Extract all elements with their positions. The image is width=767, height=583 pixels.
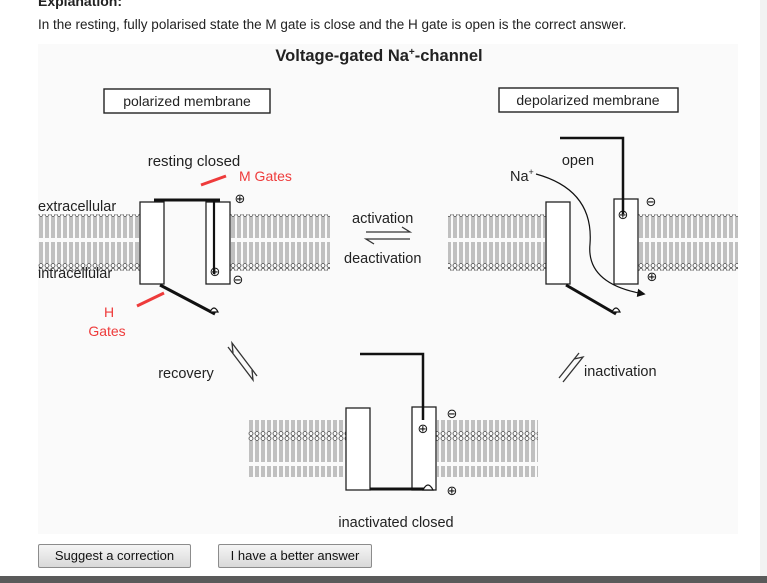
activation-label: activation [352, 211, 413, 227]
figure-background [38, 44, 738, 534]
inactivation-arrow-icon [558, 352, 585, 383]
channel-subunit-left [345, 407, 371, 491]
open-channel: ⊕ ⊖ ⊕ [448, 136, 738, 316]
sodium-ion-label: Na+ [510, 167, 534, 185]
better-answer-button[interactable]: I have a better answer [218, 544, 372, 568]
resting-channel: ⊕ ⊕ ⊖ [38, 174, 330, 316]
h-gate-open [159, 283, 216, 316]
recovery-label: recovery [158, 366, 214, 382]
minus-sign-icon: ⊖ [447, 407, 458, 422]
channel-subunit-right [613, 198, 639, 285]
bottom-bar [0, 576, 767, 583]
polarized-membrane-box [103, 88, 271, 114]
plus-sign-icon: ⊕ [418, 422, 429, 437]
h-label: H [104, 304, 114, 320]
plus-sign-icon: ⊕ [447, 484, 458, 499]
minus-sign-icon: ⊖ [233, 273, 244, 288]
explanation-heading: Explanation: [38, 0, 123, 9]
recovery-arrows-icon [227, 340, 258, 383]
inactivated-closed-label: inactivated closed [338, 515, 453, 531]
plus-sign-icon: ⊕ [210, 265, 221, 280]
minus-sign-icon: ⊖ [646, 195, 657, 210]
membrane-left-1 [38, 214, 140, 271]
sodium-channel-figure: Voltage-gated Na+-channel polarized memb… [38, 44, 738, 534]
h-gate-ball [422, 484, 434, 491]
channel-subunit-right [411, 406, 437, 491]
h-gate-ball [209, 307, 219, 313]
plus-sign-icon: ⊕ [647, 270, 658, 285]
plus-sign-icon: ⊕ [618, 208, 629, 223]
m-gate-pointer [200, 174, 227, 187]
inactivated-channel: ⊕ ⊖ ⊕ [248, 352, 538, 499]
activation-arrows-icon [363, 226, 413, 245]
m-gate-open [360, 352, 425, 420]
depolarized-membrane-label: depolarized membrane [516, 92, 659, 108]
channel-subunit-right [205, 201, 231, 285]
extracellular-label: extracellular [38, 199, 116, 215]
figure-svg: Voltage-gated Na+-channel polarized memb… [38, 44, 738, 534]
polarized-membrane-label: polarized membrane [123, 93, 251, 109]
intracellular-label: intracellular [38, 266, 112, 282]
membrane-right-2 [638, 214, 738, 271]
plus-sign-icon: ⊕ [235, 192, 246, 207]
page-edge [760, 0, 767, 576]
m-gates-label: M Gates [239, 168, 292, 184]
resting-closed-label: resting closed [148, 153, 241, 170]
sodium-influx-arrow-icon [535, 173, 646, 297]
m-gate-open [560, 136, 625, 214]
deactivation-label: deactivation [344, 251, 421, 267]
h-gate-pointer [136, 291, 165, 308]
membrane-left-2 [230, 214, 330, 271]
membrane-right-1 [448, 214, 546, 271]
channel-subunit-left [139, 201, 165, 285]
membrane-bottom-2 [436, 420, 538, 477]
depolarized-membrane-box [498, 87, 679, 113]
channel-subunit-left [545, 201, 571, 285]
gates-label: Gates [88, 323, 125, 339]
h-gate-open [565, 283, 617, 316]
h-gate-ball [611, 307, 621, 313]
figure-title: Voltage-gated Na+-channel [275, 47, 482, 65]
inactivation-label: inactivation [584, 364, 657, 380]
suggest-correction-button[interactable]: Suggest a correction [38, 544, 191, 568]
explanation-text: In the resting, fully polarised state th… [38, 17, 627, 32]
open-label: open [562, 153, 594, 169]
membrane-bottom-1 [248, 420, 346, 477]
